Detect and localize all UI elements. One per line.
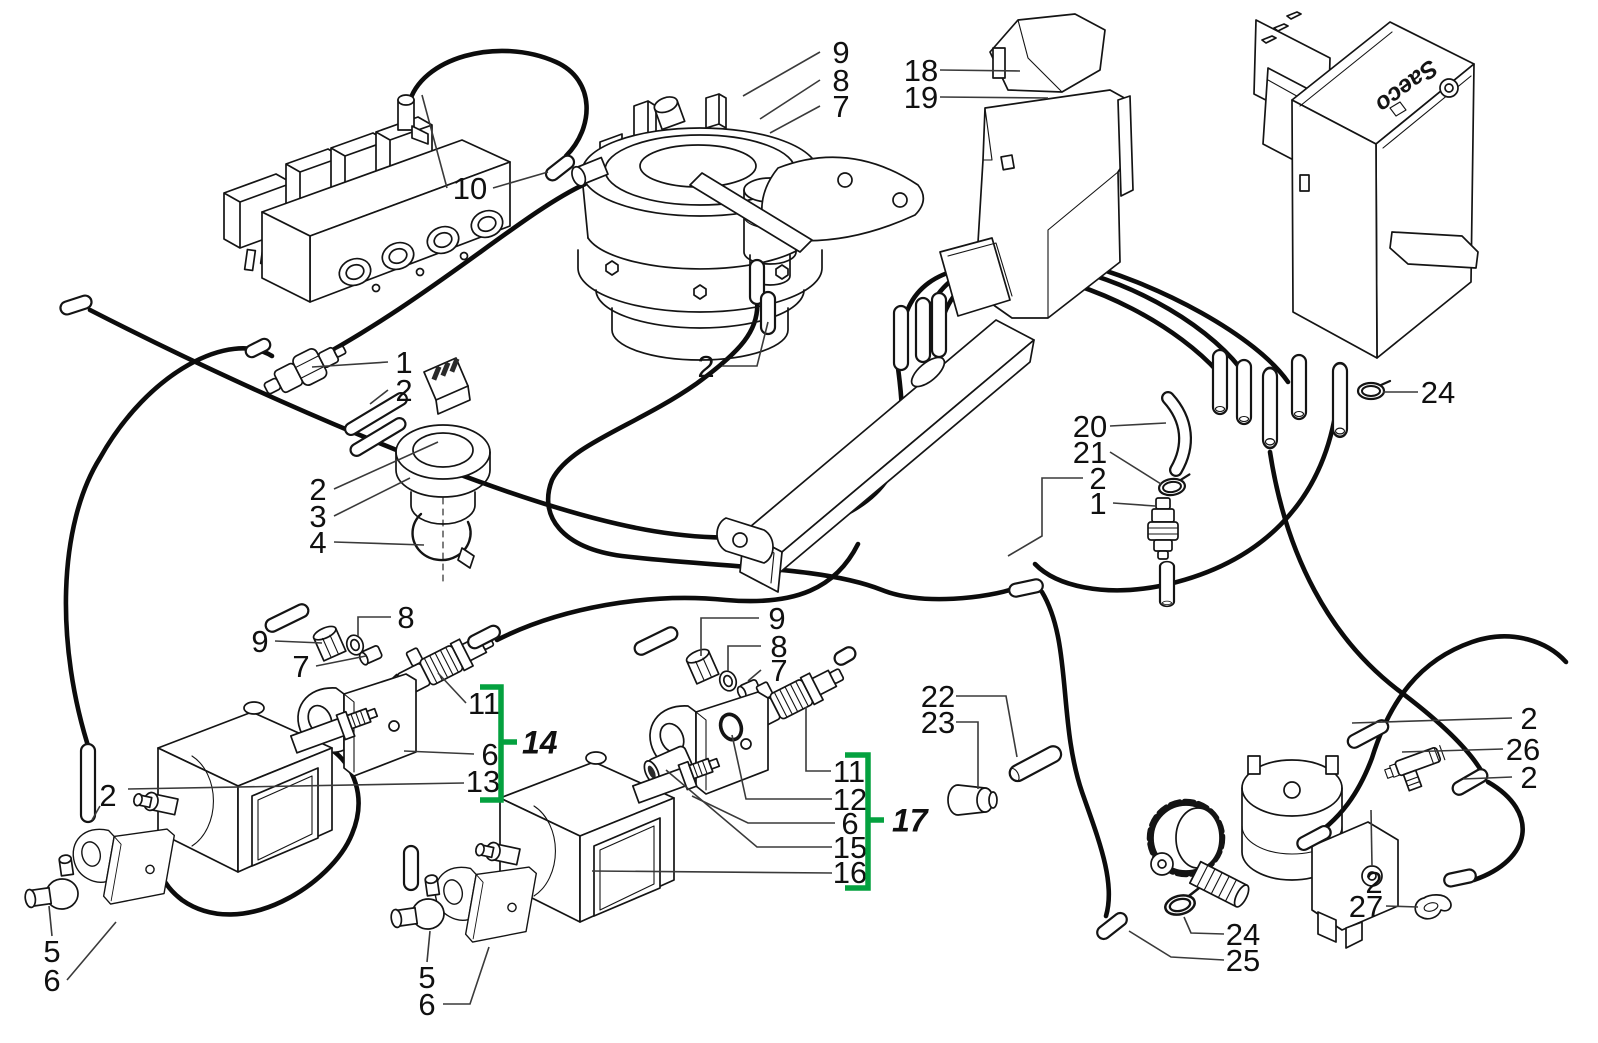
callout-label: 11 bbox=[468, 686, 500, 721]
callout-label: 2 bbox=[1089, 461, 1106, 496]
callout-label: 2 bbox=[99, 778, 116, 813]
callout-label: 2 bbox=[395, 373, 412, 408]
callout-label: 22 bbox=[921, 679, 955, 714]
leader-lines bbox=[48, 51, 1513, 1005]
hose-end-sleeves bbox=[59, 154, 1489, 941]
hose-clamp-24-top bbox=[1356, 379, 1392, 401]
solenoid-valve-block bbox=[223, 94, 511, 303]
callout-label: 9 bbox=[251, 624, 268, 659]
o-ring-12 bbox=[718, 712, 744, 742]
callout-label: 6 bbox=[418, 987, 435, 1022]
callout-label: 2 bbox=[1520, 760, 1537, 795]
group-label: 17 bbox=[892, 803, 930, 839]
hose-clamp-24-bottom bbox=[1161, 887, 1205, 919]
callout-label: 2 bbox=[309, 472, 326, 507]
group-bracket-14: 14 bbox=[480, 684, 558, 803]
callout-label: 23 bbox=[921, 705, 955, 740]
callout-label: 20 bbox=[1073, 409, 1107, 444]
one-way-valve-right bbox=[1147, 497, 1179, 560]
callout-label: 13 bbox=[466, 764, 500, 799]
tube-20 bbox=[1161, 391, 1192, 477]
callout-label: 6 bbox=[841, 806, 858, 841]
callout-label: 16 bbox=[833, 855, 867, 890]
callout-label: 1 bbox=[1089, 486, 1106, 521]
callout-label: 5 bbox=[43, 934, 60, 969]
callout-label: 8 bbox=[832, 63, 849, 98]
callout-label: 2 bbox=[1520, 701, 1537, 736]
hose-clamp-21 bbox=[1156, 473, 1194, 498]
callout-label: 6 bbox=[481, 737, 498, 772]
safety-valve-assembly bbox=[1146, 755, 1399, 949]
callout-label: 10 bbox=[453, 171, 487, 206]
callout-label: 24 bbox=[1421, 375, 1455, 410]
splash-cover bbox=[939, 13, 1134, 319]
callout-label: 15 bbox=[833, 830, 867, 865]
drip-tray-channel bbox=[716, 319, 1035, 593]
group-label: 14 bbox=[522, 725, 558, 761]
boiler bbox=[571, 93, 925, 361]
callout-label: 2 bbox=[697, 349, 714, 384]
tube-segments-2 bbox=[244, 337, 408, 457]
elbow-fitting-left bbox=[19, 853, 81, 915]
callout-label: 24 bbox=[1226, 917, 1260, 952]
callout-label: 7 bbox=[770, 653, 787, 688]
callout-labels: 9871018192122342021212498711613256987111… bbox=[43, 35, 1540, 1022]
callout-label: 1 bbox=[395, 345, 412, 380]
callout-label: 5 bbox=[418, 960, 435, 995]
callout-label: 6 bbox=[43, 963, 60, 998]
callout-label: 3 bbox=[309, 499, 326, 534]
callout-label: 7 bbox=[292, 649, 309, 684]
callout-label: 2 bbox=[1365, 865, 1382, 900]
callout-label: 9 bbox=[832, 35, 849, 70]
plug-23 bbox=[947, 784, 998, 816]
control-box: Saeco bbox=[1211, 11, 1479, 450]
callout-label: 18 bbox=[904, 53, 938, 88]
flowmeter bbox=[395, 357, 491, 586]
callout-label: 11 bbox=[833, 754, 865, 789]
callout-label: 19 bbox=[904, 80, 938, 115]
callout-label: 21 bbox=[1073, 435, 1107, 470]
callout-label: 9 bbox=[768, 601, 785, 636]
callout-label: 25 bbox=[1226, 943, 1260, 978]
one-way-valve-left bbox=[263, 345, 347, 395]
callout-label: 26 bbox=[1506, 732, 1540, 767]
callout-label: 12 bbox=[833, 782, 867, 817]
callout-label: 8 bbox=[770, 629, 787, 664]
tube-stub bbox=[1158, 560, 1176, 608]
group-bracket-17: 17 bbox=[845, 752, 930, 891]
callout-label: 4 bbox=[309, 525, 326, 560]
hose-clamp-4 bbox=[411, 497, 475, 586]
wire-clip-27 bbox=[1414, 894, 1452, 920]
callout-label: 27 bbox=[1349, 889, 1383, 924]
tee-fitting-26 bbox=[1384, 745, 1446, 792]
callout-label: 8 bbox=[397, 600, 414, 635]
tube-22 bbox=[1008, 745, 1063, 783]
callout-label: 7 bbox=[832, 89, 849, 124]
